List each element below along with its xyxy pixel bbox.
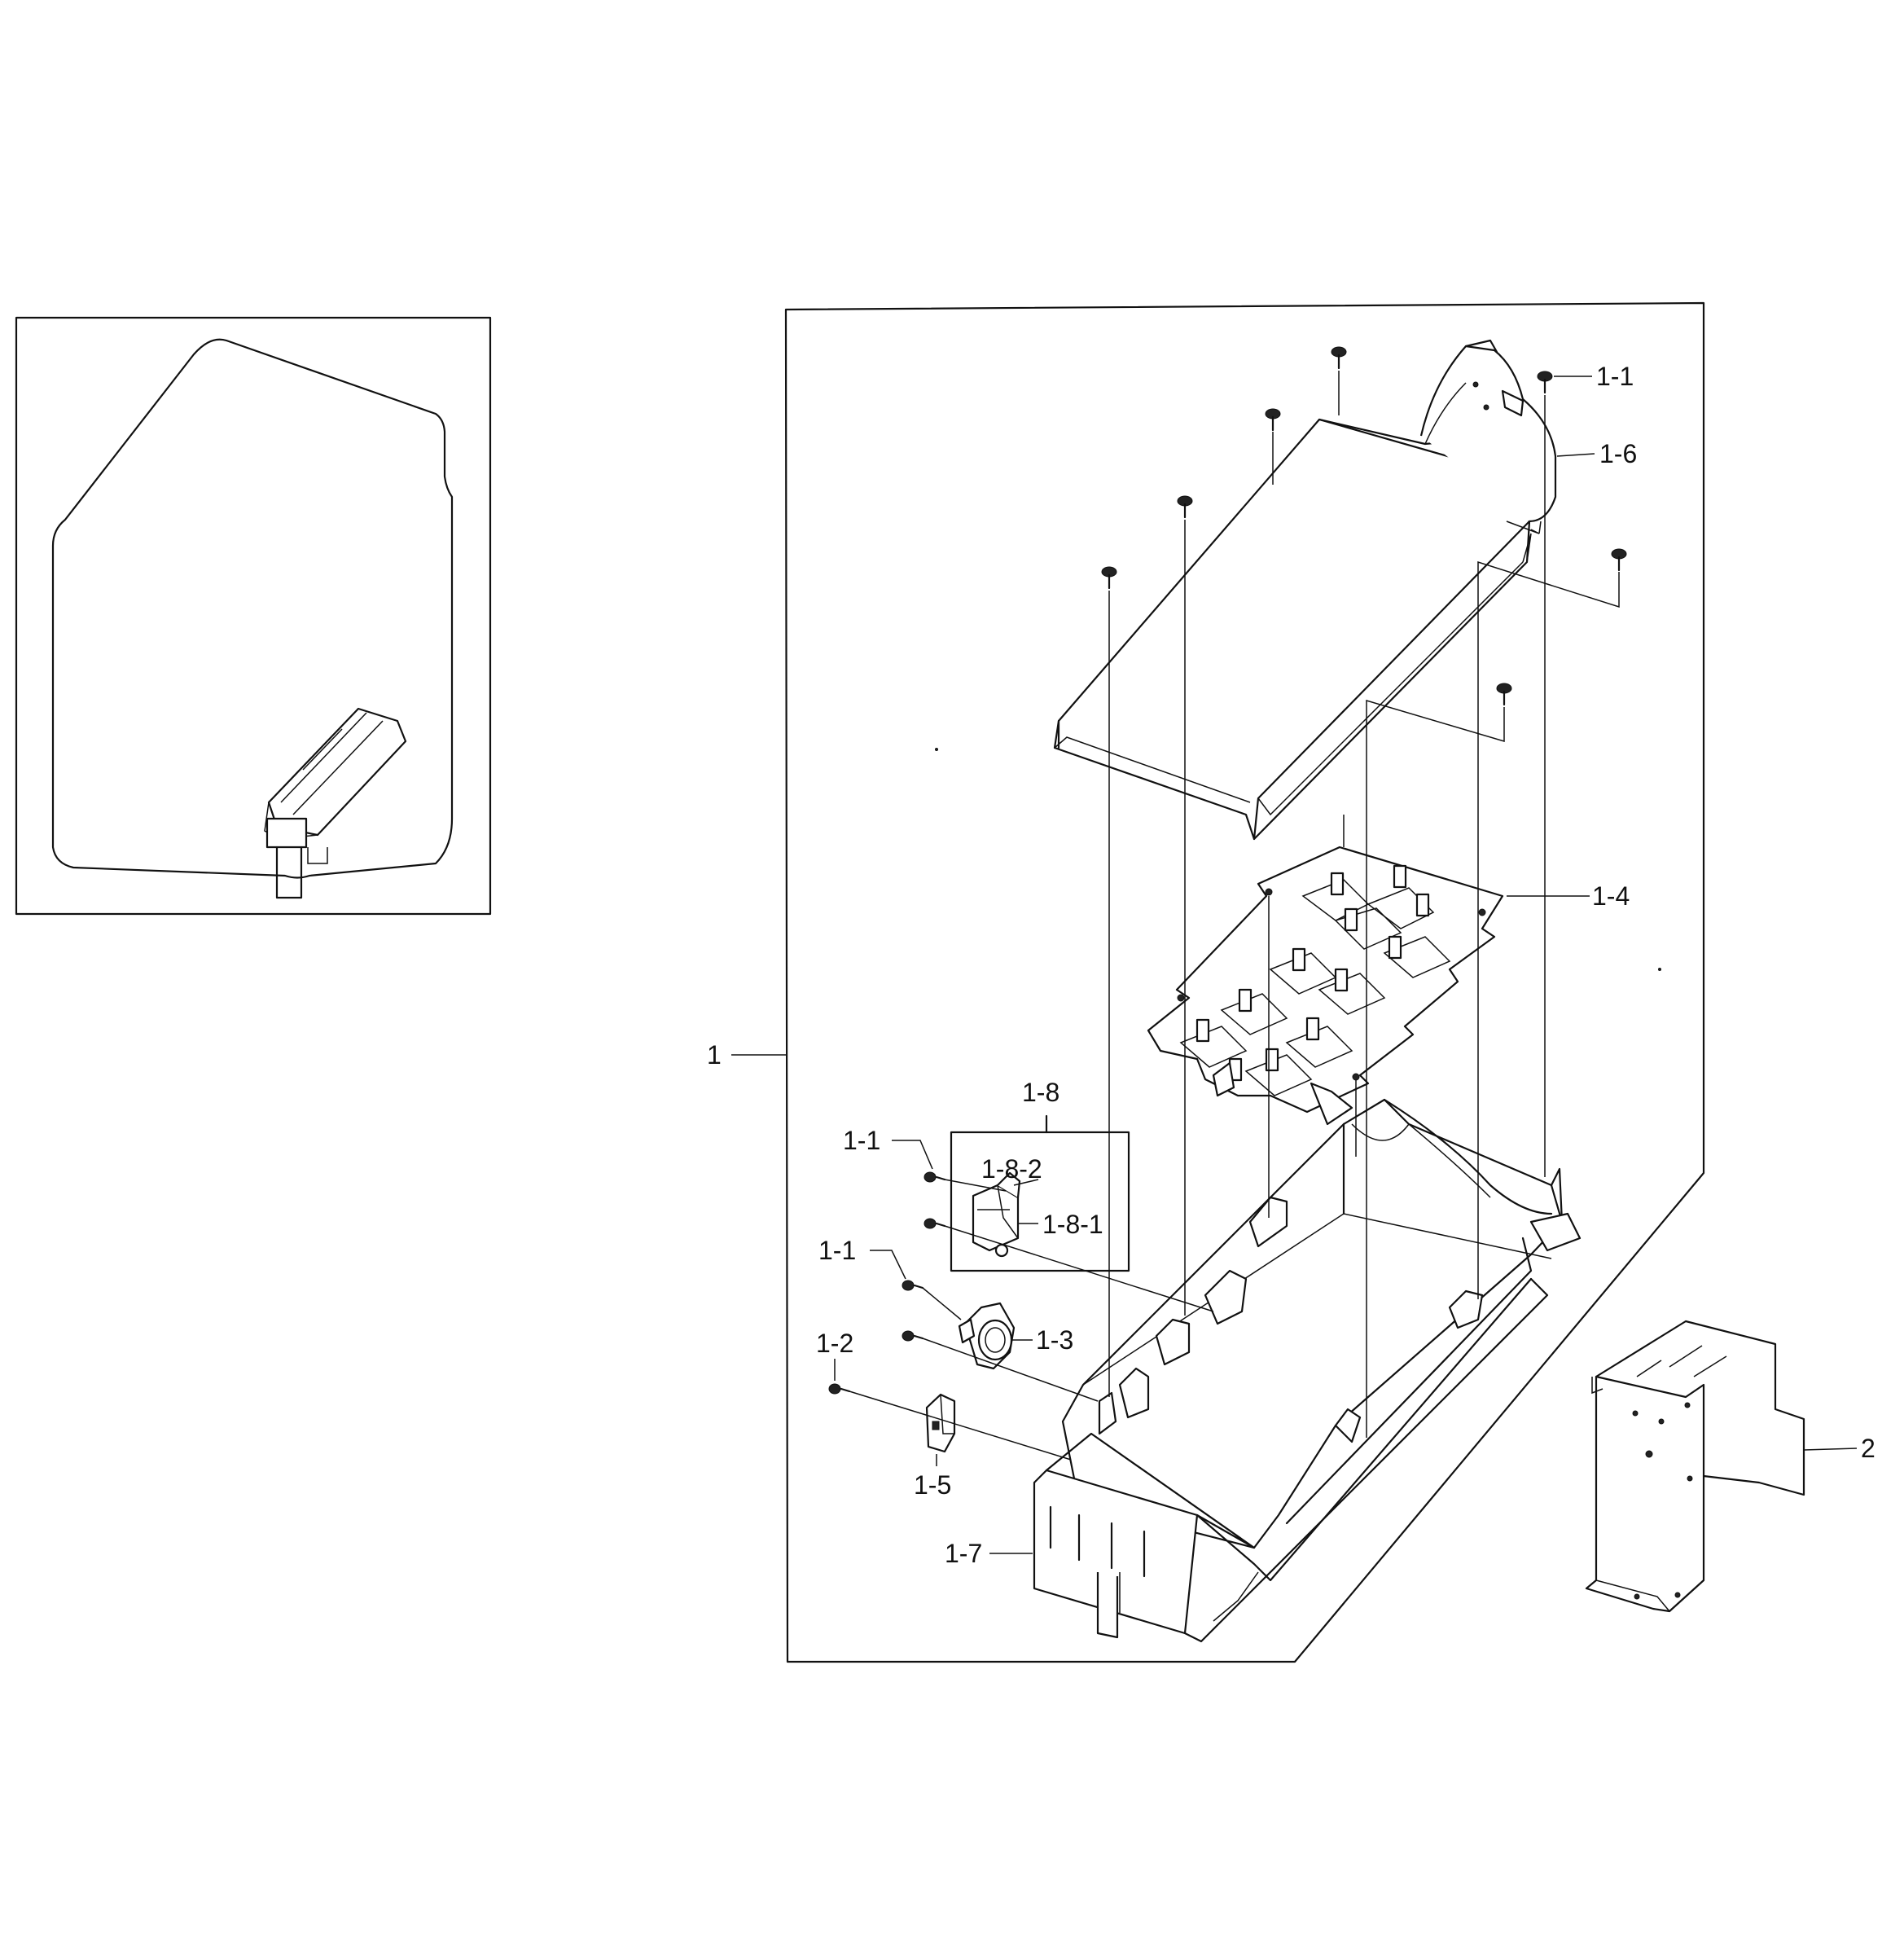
callout-1-4: 1-4 <box>1592 881 1630 911</box>
callout-1-5: 1-5 <box>914 1470 951 1500</box>
callout-1-1-top: 1-1 <box>1596 362 1634 391</box>
dryer-cabinet-outline <box>51 338 454 879</box>
alignment-guides <box>849 371 1620 1461</box>
callout-1-2: 1-2 <box>816 1329 853 1358</box>
thermal-fuse-1-5 <box>925 1393 956 1453</box>
heater-housing <box>1061 1082 1582 1549</box>
screw-icon <box>902 1280 924 1291</box>
screw-icon <box>1496 683 1512 706</box>
callout-1-1-a: 1-1 <box>843 1126 880 1155</box>
screw-icon <box>1611 548 1627 572</box>
screw-icon <box>828 1383 851 1395</box>
scan-speck <box>935 748 938 751</box>
callout-1-6: 1-6 <box>1599 439 1637 468</box>
thermostat-1-3 <box>958 1302 1016 1370</box>
callout-1-3: 1-3 <box>1036 1325 1073 1355</box>
leader-lines <box>731 376 1858 1554</box>
inset-frame <box>15 316 492 916</box>
screw-icon <box>1265 408 1281 432</box>
inset-heater-assembly <box>264 707 407 899</box>
callout-labels: 1 1-1 1-6 1-4 1-8 1-1 1-8-2 1-8-1 1-1 1-… <box>707 362 1875 1568</box>
duct-cover-rear-cap <box>1419 345 1557 523</box>
sub-assembly-1-8-box <box>950 1114 1130 1272</box>
thermostat-1-8-1 <box>972 1184 1020 1252</box>
mounting-bracket-2 <box>1585 1320 1805 1613</box>
assembly-boundary <box>784 301 1705 1663</box>
callout-1-8-2: 1-8-2 <box>981 1154 1042 1184</box>
screws <box>828 346 1627 1395</box>
screw-icon <box>923 1218 946 1229</box>
screw-icon <box>1177 495 1193 519</box>
callout-1: 1 <box>707 1040 722 1070</box>
screw-icon <box>923 1171 946 1183</box>
screw-icon <box>1537 371 1553 394</box>
assembly-1-frame <box>784 301 1705 1663</box>
inset-overview <box>15 316 492 916</box>
screw-icon <box>1101 566 1117 590</box>
callout-1-8-1: 1-8-1 <box>1042 1210 1103 1239</box>
callout-1-7: 1-7 <box>945 1539 982 1568</box>
callout-1-1-b: 1-1 <box>818 1236 856 1265</box>
callout-1-8: 1-8 <box>1022 1078 1059 1107</box>
front-bracket-panel <box>1033 1277 1549 1643</box>
heater-duct-cover <box>1053 339 1557 841</box>
heater-element-plate <box>1147 846 1504 1114</box>
callout-2: 2 <box>1861 1434 1875 1463</box>
scan-speck <box>1658 968 1661 971</box>
screw-icon <box>1331 346 1347 370</box>
thermostat-1-8-2 <box>997 1171 1021 1198</box>
screw-icon <box>902 1330 924 1342</box>
